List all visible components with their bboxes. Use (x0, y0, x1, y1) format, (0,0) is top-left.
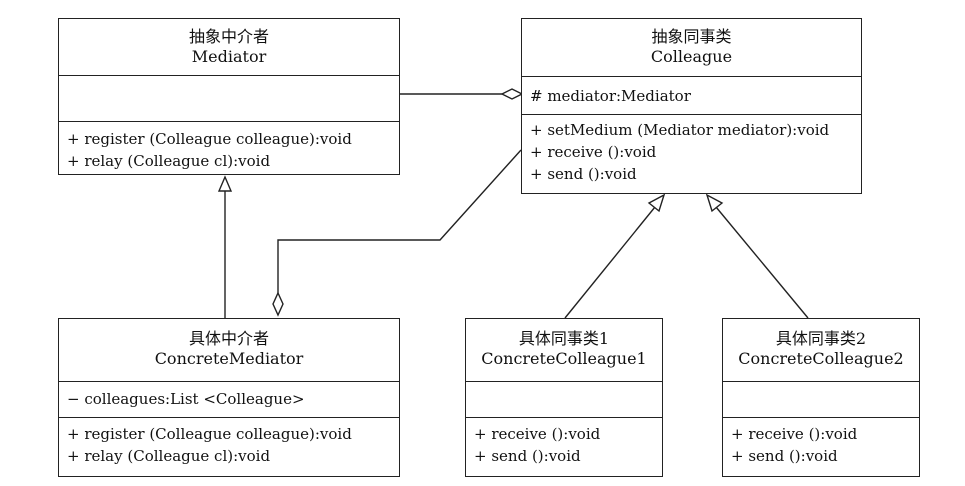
class-name: 具体同事类1 ConcreteColleague1 (466, 319, 662, 381)
generalization-concretecolleague2-line (715, 206, 809, 319)
class-mediator: 抽象中介者 Mediator + register (Colleague col… (58, 18, 400, 175)
class-name-en: ConcreteMediator (154, 349, 304, 368)
attribute-section (466, 381, 662, 417)
generalization-triangle-icon (647, 193, 666, 213)
class-colleague: 抽象同事类 Colleague # mediator:Mediator + se… (521, 18, 862, 194)
aggregation-diamond-icon (272, 291, 284, 317)
generalization-triangle-icon (217, 175, 233, 192)
method: + setMedium (Mediator mediator):void (530, 121, 830, 139)
method: + send ():void (731, 447, 838, 465)
method: + receive ():void (474, 425, 601, 443)
method: + relay (Colleague cl):void (67, 447, 271, 465)
aggregation-concretemediator-colleague-line (277, 149, 522, 293)
class-name: 具体同事类2 ConcreteColleague2 (723, 319, 919, 381)
class-concrete-colleague1: 具体同事类1 ConcreteColleague1 + receive ():v… (465, 318, 663, 477)
method: + register (Colleague colleague):void (67, 425, 352, 443)
method: + receive ():void (731, 425, 858, 443)
class-name-en: Mediator (191, 47, 267, 66)
attribute: # mediator:Mediator (530, 87, 691, 105)
method: + receive ():void (530, 143, 657, 161)
class-name-cn: 具体中介者 (188, 329, 269, 348)
attribute-section: # mediator:Mediator (522, 76, 861, 114)
method-section: + setMedium (Mediator mediator):void + r… (522, 114, 861, 185)
class-name-cn: 抽象中介者 (188, 27, 269, 46)
generalization-concretecolleague1-line (564, 206, 656, 319)
class-name: 具体中介者 ConcreteMediator (59, 319, 399, 381)
aggregation-diamond-icon (500, 88, 524, 100)
method: + relay (Colleague cl):void (67, 152, 271, 170)
class-concrete-mediator: 具体中介者 ConcreteMediator − colleagues:List… (58, 318, 400, 477)
class-name-cn: 抽象同事类 (651, 27, 732, 46)
class-name-en: Colleague (650, 47, 733, 66)
class-name-cn: 具体同事类2 (775, 329, 867, 348)
attribute-section (59, 75, 399, 121)
class-name-en: ConcreteColleague1 (481, 349, 647, 368)
attribute-section (723, 381, 919, 417)
class-name: 抽象同事类 Colleague (522, 19, 861, 76)
method-section: + receive ():void + send ():void (723, 417, 919, 467)
class-name: 抽象中介者 Mediator (59, 19, 399, 75)
class-name-en: ConcreteColleague2 (738, 349, 904, 368)
class-concrete-colleague2: 具体同事类2 ConcreteColleague2 + receive ():v… (722, 318, 920, 477)
method-section: + register (Colleague colleague):void + … (59, 417, 399, 467)
method-section: + register (Colleague colleague):void + … (59, 121, 399, 172)
generalization-triangle-icon (705, 193, 724, 213)
method-section: + receive ():void + send ():void (466, 417, 662, 467)
attribute-section: − colleagues:List <Colleague> (59, 381, 399, 417)
class-name-cn: 具体同事类1 (518, 329, 610, 348)
method: + send ():void (530, 165, 637, 183)
attribute: − colleagues:List <Colleague> (67, 390, 305, 408)
method: + send ():void (474, 447, 581, 465)
method: + register (Colleague colleague):void (67, 130, 352, 148)
